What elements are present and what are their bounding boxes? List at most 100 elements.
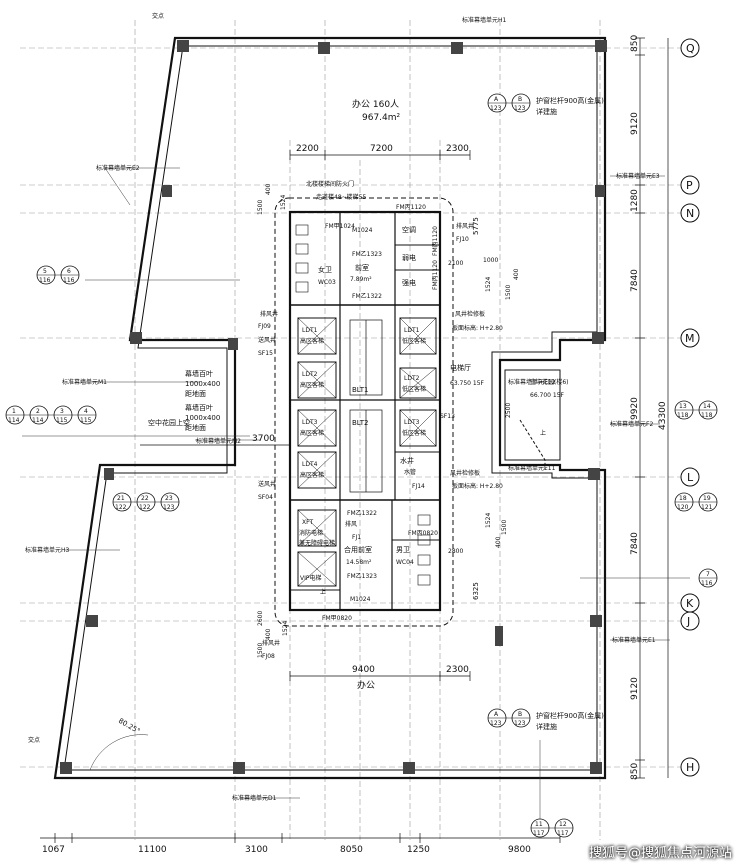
shared-front-area: 14.58m² xyxy=(346,559,372,566)
dim-small-17: 1524 xyxy=(282,621,289,636)
tag-8-top: 21 xyxy=(117,495,125,502)
dim-small-7: 2500 xyxy=(505,403,512,418)
tag-6-top: 3 xyxy=(60,408,64,415)
dim-bottom-4: 8050 xyxy=(340,845,363,855)
door-fm6: FM乙1323 xyxy=(347,573,377,580)
structural-columns xyxy=(60,40,607,774)
dim-top-2: 7200 xyxy=(370,144,393,154)
curtain-unit-top: 标准幕墙单元H1 xyxy=(462,16,507,24)
vent-a-height: 距地面 xyxy=(185,389,206,398)
tag-14-top: 19 xyxy=(703,495,711,502)
shaft-fj14: FJ14 xyxy=(412,483,425,490)
elevator-lo1: LDT1 xyxy=(404,327,420,334)
dim-right-7: 9120 xyxy=(630,677,640,700)
water-well: 水井 xyxy=(400,456,414,465)
axis-bubbles xyxy=(680,38,700,777)
supply-label-b: 送风井 xyxy=(258,480,276,488)
axis-h: H xyxy=(686,761,694,774)
dim-small-5: 1500 xyxy=(505,285,512,300)
elevator-lo1-label: 低区客梯 xyxy=(402,337,426,345)
leader-lines xyxy=(22,167,690,820)
elevator-hi4-label: 高区客梯 xyxy=(300,471,324,479)
dim-core-b: 6325 xyxy=(472,582,480,600)
supply-label-a: 送风井 xyxy=(258,336,276,344)
core-walls xyxy=(274,197,454,627)
ac-room: 空调 xyxy=(402,225,416,234)
door-fm4: FM甲0820 xyxy=(322,615,352,622)
elevator-hi2-label: 高区客梯 xyxy=(300,381,324,389)
fire-lift-a: 消防电梯 xyxy=(299,529,323,537)
elevator-lo2-label: 低区客梯 xyxy=(402,385,426,393)
male-wc: 男卫 xyxy=(396,546,410,554)
tag-6-bot: 115 xyxy=(56,417,68,424)
exhaust-label-a: 排风井 xyxy=(456,222,474,230)
dim-small-3: 2100 xyxy=(448,260,463,267)
water-pipe: 水管 xyxy=(404,468,416,476)
dim-small-9: 400 xyxy=(495,536,502,548)
shaft-sf04: SF04 xyxy=(258,494,273,501)
watermark-text: 搜狐号@搜狐焦点河源站 xyxy=(588,846,732,861)
tag-7-top: 4 xyxy=(84,408,88,415)
elevator-hi4: LDT4 xyxy=(302,461,318,468)
axis-m: M xyxy=(685,332,695,345)
door-fm11: FM甲1024 xyxy=(325,223,355,230)
dim-small-8: 1500 xyxy=(501,520,508,535)
elevator-blt2: BLT2 xyxy=(352,419,368,427)
level-b: 板面标高: H+2.80 xyxy=(452,482,503,490)
fire-lift-b: 兼无障碍电梯 xyxy=(299,539,335,547)
level-a: 板面标高: H+2.80 xyxy=(452,324,503,332)
curtain-unit-r2: 标准幕墙单元F2 xyxy=(610,420,653,428)
dim-bottom-inner-2: 2300 xyxy=(446,665,469,675)
dim-total: 43300 xyxy=(658,401,668,430)
tag-13-bot: 120 xyxy=(677,504,689,511)
dim-small-14: 1524 xyxy=(280,195,287,210)
corner-note-bottom: 交点 xyxy=(28,736,40,744)
dim-bottom-6: 9800 xyxy=(508,845,531,855)
tag-0-top: A xyxy=(494,96,499,103)
corner-note-top: 交点 xyxy=(152,12,164,20)
tag-16-bot: 123 xyxy=(490,720,502,727)
tag-8-bot: 122 xyxy=(115,504,127,511)
curtain-unit-m4: 标准幕墙单元E11 xyxy=(508,464,556,472)
dim-bottom-5: 1250 xyxy=(407,845,430,855)
door-fm10: FM丙0820 xyxy=(408,530,438,537)
tag-18-bot: 117 xyxy=(533,830,545,837)
stair-up: 上 xyxy=(320,588,326,596)
female-wc: 女卫 xyxy=(318,265,332,274)
tag-2-bot: 116 xyxy=(39,277,51,284)
tag-1-top: B xyxy=(518,96,522,103)
dim-core-a: 5775 xyxy=(472,217,480,235)
axis-k: K xyxy=(686,597,694,610)
sky-garden-label: 空中花园(楼6) xyxy=(530,378,569,386)
sky-level: 66.700 15F xyxy=(530,392,565,399)
dim-small-6: 400 xyxy=(513,268,520,280)
male-wc-code: WC04 xyxy=(396,559,414,566)
dim-small-2: 400 xyxy=(265,183,272,195)
shared-front: 合用前室 xyxy=(344,545,372,554)
curtain-unit-l3: 标准幕墙单元H3 xyxy=(25,546,70,554)
tag-16-top: A xyxy=(494,711,499,718)
elevator-vip: VIP电梯 xyxy=(300,574,322,582)
exhaust-b: 排风 xyxy=(345,520,357,528)
dim-right-1: 850 xyxy=(630,35,640,52)
tag-17-top: B xyxy=(518,711,522,718)
dim-right-8: 850 xyxy=(630,763,640,780)
dim-small-1: 1500 xyxy=(257,200,264,215)
curtain-unit-r1: 标准幕墙单元E1 xyxy=(612,636,656,644)
dimension-lines xyxy=(40,37,669,843)
dim-small-15: 1524 xyxy=(485,277,492,292)
sky-garden-outline xyxy=(504,369,561,470)
dim-right-3: 1280 xyxy=(630,189,640,212)
tag-9-bot: 122 xyxy=(139,504,151,511)
tag-10-top: 23 xyxy=(165,495,173,502)
dim-bottom-3: 3100 xyxy=(245,845,268,855)
strong-elec: 强电 xyxy=(402,278,416,287)
dim-top-3: 2300 xyxy=(446,144,469,154)
tag-5-bot: 114 xyxy=(32,417,44,424)
axis-l: L xyxy=(687,471,694,484)
elevator-hall: 电梯厅 xyxy=(450,363,471,372)
dim-small-13: 2600 xyxy=(257,611,264,626)
